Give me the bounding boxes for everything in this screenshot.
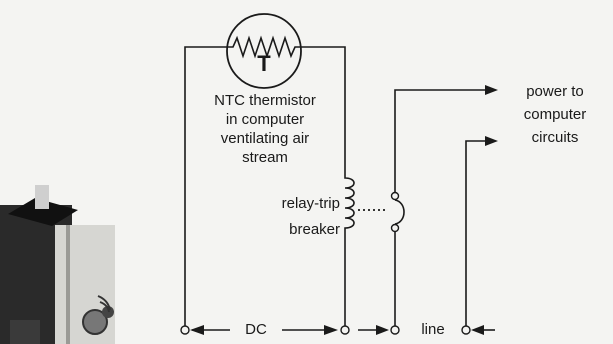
wire-switch-top [394,89,486,196]
thermistor-desc-line: NTC thermistor [214,92,316,109]
thermistor-desc-line: ventilating air [220,130,310,147]
arrow-power-bottom [485,136,498,146]
relay-label-line: relay-trip [281,195,340,212]
arrow-power-top [485,85,498,95]
relay-coil [344,172,355,238]
line-label: line [421,321,445,338]
wire-power-second [465,140,486,330]
switch-contact-top [390,191,400,201]
switch-arm [394,199,405,225]
line-arrow-left-head [376,325,389,335]
power-label: power to computer circuits [500,80,610,149]
thermistor-letter: T [257,51,271,76]
thermistor-description: NTC thermistor in computer ventilating a… [186,91,344,167]
terminal-dc-right [340,325,350,335]
switch-contact-bottom [390,223,400,233]
terminal-line-right [461,325,471,335]
wire-right-vertical [300,46,346,172]
terminal-line-left [390,325,400,335]
equipment-photo [0,185,115,344]
line-arrow-right-head [471,325,484,335]
relay-label: relay-trip breaker [250,191,340,243]
thermistor-desc-line: in computer [225,111,305,128]
wire-left-vertical [184,46,228,330]
resistor-zigzag [228,35,300,59]
thermistor-symbol [226,13,302,89]
dc-arrow-left-head [190,325,204,335]
relay-label-line: breaker [289,221,340,238]
dc-label: DC [245,321,267,338]
power-label-line: computer [523,106,587,123]
thermistor-desc-line: stream [242,149,288,166]
power-label-line: circuits [531,129,579,146]
dc-arrow-right-head [324,325,338,335]
power-label-line: power to [526,83,584,100]
terminal-dc-left [180,325,190,335]
